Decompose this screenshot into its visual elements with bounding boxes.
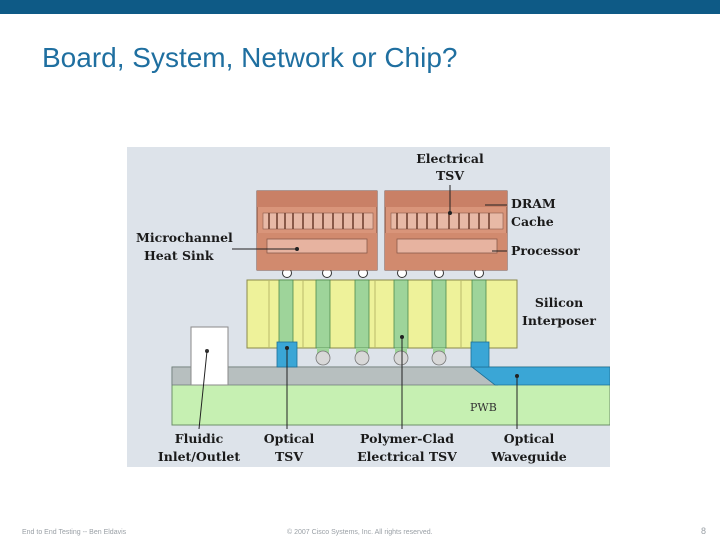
fluidic-inlet-outlet: [190, 326, 229, 386]
label-processor: Processor: [511, 243, 580, 258]
solder-bump: [393, 350, 409, 366]
label-polymer-2: Electrical TSV: [357, 449, 457, 464]
label-microchannel-1: Microchannel: [136, 230, 233, 245]
polymer-via: [471, 279, 487, 349]
label-dram-1: DRAM: [511, 196, 556, 211]
package-cross-section-diagram: Electrical TSV DRAM Cache Processor Micr…: [127, 147, 610, 467]
label-dram-2: Cache: [511, 214, 554, 229]
footer-copyright: © 2007 Cisco Systems, Inc. All rights re…: [287, 529, 433, 536]
solder-bump: [431, 350, 447, 366]
solder-bump: [315, 350, 331, 366]
polymer-via: [431, 279, 447, 349]
label-optical-tsv-1: Optical: [264, 431, 315, 446]
label-silicon-1: Silicon: [535, 295, 583, 310]
label-polymer-1: Polymer-Clad: [360, 431, 454, 446]
label-electrical-tsv-2: TSV: [436, 168, 464, 183]
label-fluidic-2: Inlet/Outlet: [158, 449, 240, 464]
polymer-via: [354, 279, 370, 349]
page-number: 8: [700, 526, 706, 536]
chip-stack-left: [256, 190, 378, 271]
slide-title: Board, System, Network or Chip?: [42, 42, 458, 73]
top-accent-bar: [0, 0, 720, 14]
label-microchannel-2: Heat Sink: [144, 248, 214, 263]
label-fluidic-1: Fluidic: [175, 431, 224, 446]
optical-waveguide: [470, 366, 610, 386]
solder-bump: [354, 350, 370, 366]
footer-author: End to End Testing -- Ben Eldavis: [22, 529, 127, 536]
label-waveguide-2: Waveguide: [490, 449, 567, 464]
label-pwb: PWB: [470, 401, 497, 414]
optical-tsv-block: [470, 341, 490, 368]
label-waveguide-1: Optical: [504, 431, 555, 446]
label-electrical-tsv-1: Electrical: [416, 151, 484, 166]
label-optical-tsv-2: TSV: [275, 449, 303, 464]
polymer-via: [278, 279, 294, 349]
chip-stack-right: [384, 190, 508, 271]
polymer-via: [315, 279, 331, 349]
label-silicon-2: Interposer: [522, 313, 596, 328]
